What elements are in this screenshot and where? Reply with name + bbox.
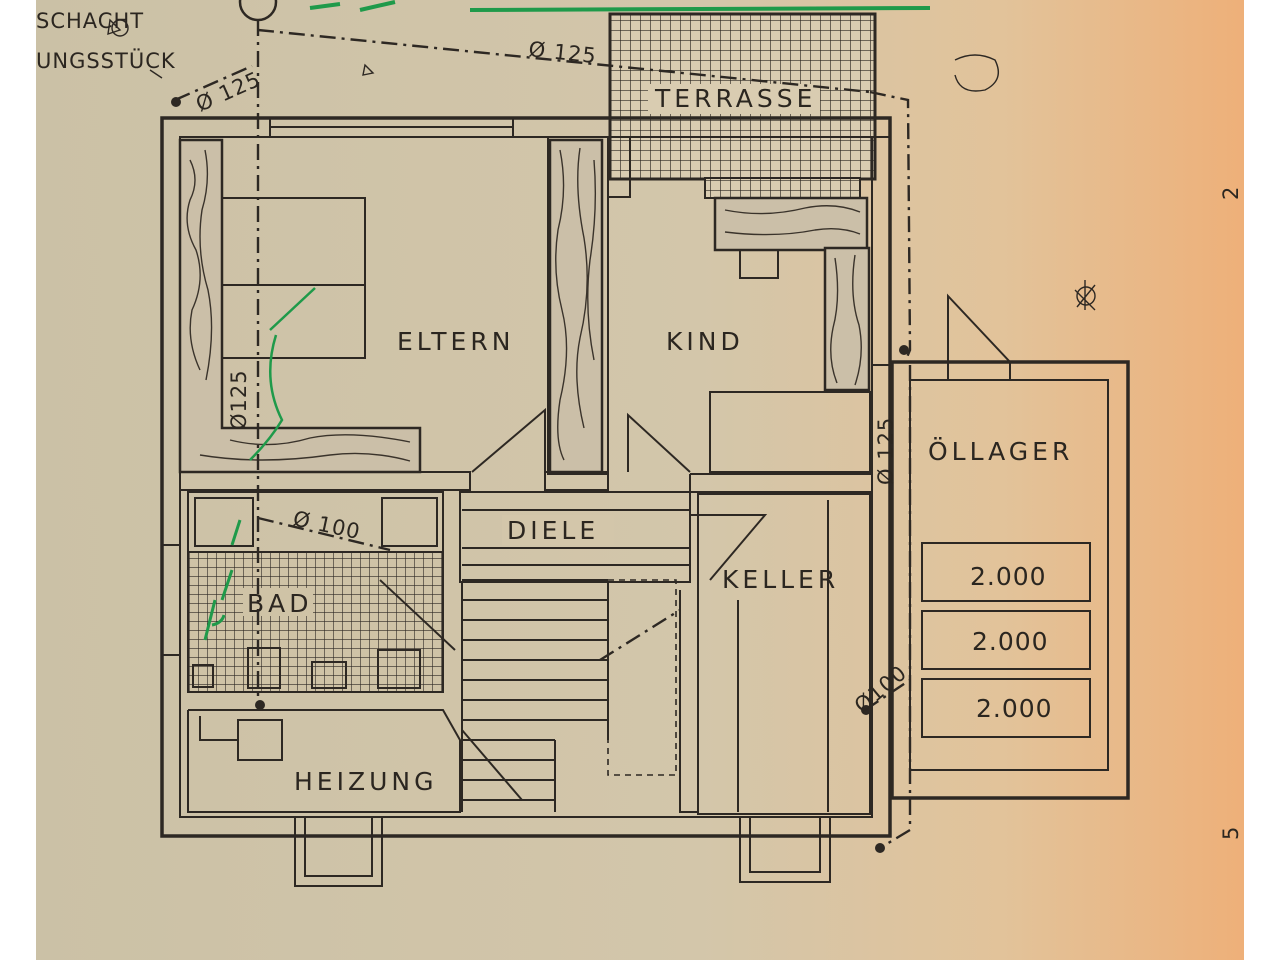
room-label-terrasse: TERRASSE xyxy=(654,84,816,113)
label-ungsstueck: UNGSSTÜCK xyxy=(36,48,176,73)
wardrobe-eltern-right xyxy=(548,138,604,474)
bad-cabinet-left xyxy=(194,497,254,547)
pipe-node-5 xyxy=(875,843,885,853)
pipe-top-left xyxy=(174,64,253,102)
pipe-stairs xyxy=(599,608,681,662)
window-well-keller xyxy=(739,816,831,883)
bad-door-line xyxy=(379,579,456,651)
toilet xyxy=(192,664,214,688)
pipe-keller xyxy=(864,679,911,711)
tank-label-1: 2.000 xyxy=(970,562,1047,591)
tank-label-3: 2.000 xyxy=(976,694,1053,723)
pipe-top xyxy=(257,28,871,94)
tank-label-2: 2.000 xyxy=(972,627,1049,656)
tank-2 xyxy=(921,610,1091,670)
door-kind xyxy=(627,412,691,473)
pipe-label-eltern: Ø125 xyxy=(227,369,251,430)
wardrobe-eltern-left xyxy=(178,138,422,474)
room-label-diele: DIELE xyxy=(507,516,599,545)
door-eltern xyxy=(471,407,546,473)
edge-mark-2: 5 xyxy=(1219,826,1243,840)
green-title-annotation xyxy=(309,0,931,12)
pipe-label-right: Ø 125 xyxy=(874,417,898,485)
stairs xyxy=(461,509,768,812)
outer-wall xyxy=(160,116,892,838)
heizung-wall xyxy=(187,709,461,813)
bad-label-bg xyxy=(243,588,313,616)
bad-cabinet-right xyxy=(381,497,438,547)
window-well-heizung xyxy=(294,816,383,887)
oellager-door-frame xyxy=(947,361,1011,381)
tank-1 xyxy=(921,542,1091,602)
pipe-node-3 xyxy=(255,700,265,710)
wall-eltern-bottom xyxy=(180,471,471,491)
wall-right-stub xyxy=(871,136,891,366)
edge-mark-1: 2 xyxy=(1219,186,1243,200)
room-label-keller: KELLER xyxy=(722,565,839,594)
washing-machine xyxy=(377,649,421,689)
bad-fixture xyxy=(247,647,281,689)
pipe-node-4 xyxy=(861,705,871,715)
plant-marks xyxy=(107,18,1096,311)
room-label-kind: KIND xyxy=(666,327,744,356)
wall-eltern-kind xyxy=(547,136,609,475)
room-label-oellager: ÖLLAGER xyxy=(928,437,1073,466)
desk-kind xyxy=(709,391,871,473)
bad-counter xyxy=(187,491,444,553)
room-label-heizung: HEIZUNG xyxy=(294,767,437,796)
wall-kind-bottom-right xyxy=(689,473,873,493)
sink xyxy=(311,661,347,689)
pipe-right xyxy=(869,90,912,363)
wall-kind-bottom xyxy=(544,471,609,491)
keller-door-wall xyxy=(679,590,698,813)
green-annotation-bad xyxy=(203,519,242,641)
diele-label-bg xyxy=(502,515,614,545)
room-label-eltern: ELTERN xyxy=(397,327,514,356)
wardrobe-kind-right xyxy=(823,246,871,392)
boiler-pipe xyxy=(199,716,238,741)
window-bad xyxy=(161,544,181,656)
green-annotation-eltern xyxy=(249,287,316,461)
wall-kind-top xyxy=(607,136,631,198)
wardrobe-kind-top xyxy=(713,196,869,279)
label-schacht: SCHACHT xyxy=(36,9,144,33)
pipe-oellager xyxy=(879,365,912,850)
bad-room xyxy=(187,551,444,693)
diele-area xyxy=(459,491,691,583)
tank-3 xyxy=(921,678,1091,738)
keller-room xyxy=(697,493,871,815)
pipe-bad xyxy=(257,516,391,552)
terrace-step xyxy=(704,177,861,199)
pipe-node-2 xyxy=(899,345,909,355)
pipe-node-1 xyxy=(171,97,181,107)
terrace-label-bg xyxy=(648,84,820,114)
